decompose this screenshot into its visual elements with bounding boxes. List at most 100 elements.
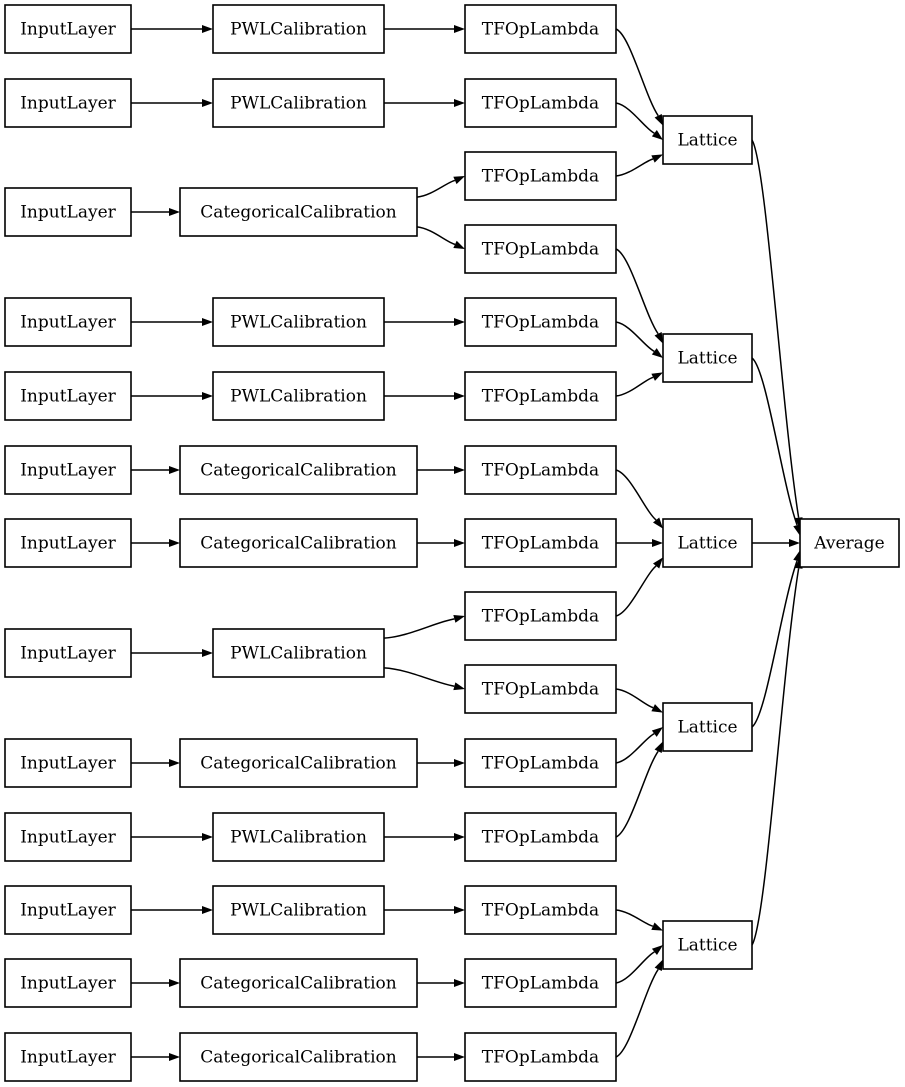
arrowhead-icon	[202, 392, 213, 400]
node-input-layer-in8[interactable]: InputLayer	[4, 628, 132, 678]
arrowhead-icon	[651, 945, 663, 956]
node-tfop-lambda-op4[interactable]: TFOpLambda	[464, 224, 617, 274]
arrowhead-icon	[453, 682, 465, 691]
arrowhead-icon	[454, 539, 465, 547]
node-tfop-lambda-op7[interactable]: TFOpLambda	[464, 445, 617, 495]
node-box	[4, 4, 132, 54]
node-box	[464, 958, 617, 1008]
node-box	[464, 224, 617, 274]
node-input-layer-in9[interactable]: InputLayer	[4, 738, 132, 788]
node-tfop-lambda-op8[interactable]: TFOpLambda	[464, 518, 617, 568]
node-pwlcalibration-cal11[interactable]: PWLCalibration	[212, 885, 385, 935]
node-box	[4, 187, 132, 237]
node-label: CategoricalCalibration	[200, 461, 396, 481]
node-tfop-lambda-op5[interactable]: TFOpLambda	[464, 297, 617, 347]
node-label: PWLCalibration	[230, 644, 367, 664]
node-label: TFOpLambda	[482, 754, 599, 774]
arrowhead-icon	[651, 130, 663, 140]
node-box	[662, 115, 753, 165]
node-label: InputLayer	[20, 203, 116, 223]
node-label: TFOpLambda	[482, 680, 599, 700]
node-pwlcalibration-cal8[interactable]: PWLCalibration	[212, 628, 385, 678]
node-input-layer-in11[interactable]: InputLayer	[4, 885, 132, 935]
node-label: Average	[813, 534, 884, 554]
arrowhead-icon	[454, 906, 465, 914]
node-input-layer-in5[interactable]: InputLayer	[4, 371, 132, 421]
node-box	[464, 518, 617, 568]
node-tfop-lambda-op1[interactable]: TFOpLambda	[464, 4, 617, 54]
node-input-layer-in10[interactable]: InputLayer	[4, 812, 132, 862]
arrowhead-icon	[454, 759, 465, 767]
node-box	[662, 702, 753, 752]
node-categorical-calibration-cal6[interactable]: CategoricalCalibration	[179, 445, 418, 495]
node-pwlcalibration-cal4[interactable]: PWLCalibration	[212, 297, 385, 347]
node-input-layer-in2[interactable]: InputLayer	[4, 78, 132, 128]
node-pwlcalibration-cal5[interactable]: PWLCalibration	[212, 371, 385, 421]
node-label: Lattice	[677, 349, 737, 369]
node-input-layer-in3[interactable]: InputLayer	[4, 187, 132, 237]
arrowhead-icon	[654, 959, 663, 972]
node-box	[662, 518, 753, 568]
node-box	[464, 297, 617, 347]
edge-lat4-to-avg	[751, 560, 798, 728]
node-box	[464, 4, 617, 54]
node-tfop-lambda-op13[interactable]: TFOpLambda	[464, 885, 617, 935]
node-lattice-lat1[interactable]: Lattice	[662, 115, 753, 165]
node-box	[464, 664, 617, 714]
arrowhead-icon	[454, 1053, 465, 1061]
node-input-layer-in7[interactable]: InputLayer	[4, 518, 132, 568]
edge-cal8-to-op9	[383, 618, 455, 639]
node-label: CategoricalCalibration	[200, 974, 396, 994]
arrowhead-icon	[651, 727, 663, 737]
node-tfop-lambda-op15[interactable]: TFOpLambda	[464, 1032, 617, 1082]
edge-op7-to-lat3	[615, 469, 657, 521]
node-box	[662, 333, 753, 383]
node-pwlcalibration-cal1[interactable]: PWLCalibration	[212, 4, 385, 54]
node-lattice-lat2[interactable]: Lattice	[662, 333, 753, 383]
node-box	[464, 151, 617, 201]
node-pwlcalibration-cal10[interactable]: PWLCalibration	[212, 812, 385, 862]
node-pwlcalibration-cal2[interactable]: PWLCalibration	[212, 78, 385, 128]
node-input-layer-in12[interactable]: InputLayer	[4, 958, 132, 1008]
node-tfop-lambda-op10[interactable]: TFOpLambda	[464, 664, 617, 714]
node-tfop-lambda-op2[interactable]: TFOpLambda	[464, 78, 617, 128]
node-input-layer-in6[interactable]: InputLayer	[4, 445, 132, 495]
node-lattice-lat5[interactable]: Lattice	[662, 920, 753, 970]
arrowhead-icon	[202, 833, 213, 841]
edge-op15-to-lat5	[615, 968, 659, 1058]
node-box	[4, 518, 132, 568]
node-label: PWLCalibration	[230, 901, 367, 921]
arrowhead-icon	[793, 524, 801, 536]
node-categorical-calibration-cal12[interactable]: CategoricalCalibration	[179, 958, 418, 1008]
node-box	[4, 371, 132, 421]
arrowhead-icon	[169, 539, 180, 547]
node-input-layer-in4[interactable]: InputLayer	[4, 297, 132, 347]
arrowhead-icon	[654, 331, 663, 344]
node-categorical-calibration-cal9[interactable]: CategoricalCalibration	[179, 738, 418, 788]
node-input-layer-in1[interactable]: InputLayer	[4, 4, 132, 54]
arrowhead-icon	[789, 539, 800, 547]
node-tfop-lambda-op11[interactable]: TFOpLambda	[464, 738, 617, 788]
arrowhead-icon	[651, 372, 663, 381]
node-box	[179, 958, 418, 1008]
arrowhead-icon	[202, 99, 213, 107]
node-tfop-lambda-op12[interactable]: TFOpLambda	[464, 812, 617, 862]
node-lattice-lat4[interactable]: Lattice	[662, 702, 753, 752]
edge-cal3-to-op4	[416, 226, 456, 246]
node-tfop-lambda-op3[interactable]: TFOpLambda	[464, 151, 617, 201]
node-tfop-lambda-op6[interactable]: TFOpLambda	[464, 371, 617, 421]
node-average-avg[interactable]: Average	[799, 518, 900, 568]
node-input-layer-in13[interactable]: InputLayer	[4, 1032, 132, 1082]
arrowhead-icon	[453, 240, 465, 249]
node-label: InputLayer	[20, 644, 116, 664]
node-categorical-calibration-cal3[interactable]: CategoricalCalibration	[179, 187, 418, 237]
node-tfop-lambda-op9[interactable]: TFOpLambda	[464, 591, 617, 641]
node-label: TFOpLambda	[482, 461, 599, 481]
arrowhead-icon	[453, 615, 465, 623]
node-categorical-calibration-cal13[interactable]: CategoricalCalibration	[179, 1032, 418, 1082]
node-categorical-calibration-cal7[interactable]: CategoricalCalibration	[179, 518, 418, 568]
node-label: InputLayer	[20, 94, 116, 114]
node-lattice-lat3[interactable]: Lattice	[662, 518, 753, 568]
node-tfop-lambda-op14[interactable]: TFOpLambda	[464, 958, 617, 1008]
arrowhead-icon	[793, 550, 801, 562]
